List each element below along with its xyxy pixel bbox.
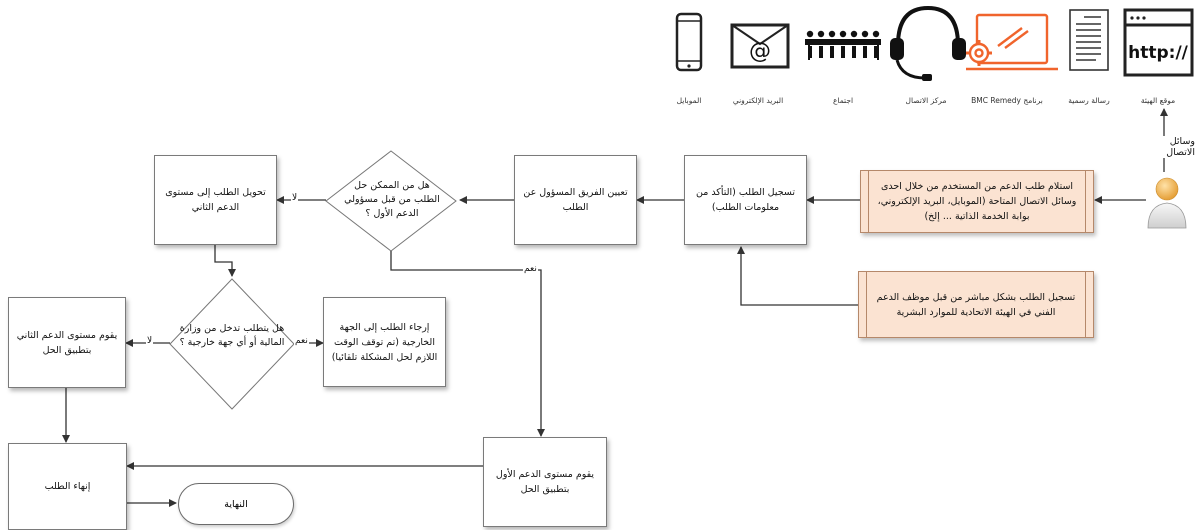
- connector-decision1-yes: [390, 251, 545, 437]
- assign-team-box: تعيين الفريق المسؤول عن الطلب: [514, 155, 637, 245]
- decision1-text: هل من الممكن حل الطلب من قبل مسؤولي الدع…: [344, 180, 440, 219]
- call-center-headset-icon: [890, 5, 966, 81]
- external-party-box: إرجاء الطلب إلى الجهة الخارجية (تم توقف …: [323, 297, 446, 387]
- contact-means-label: وسائل الاتصال: [1141, 136, 1196, 158]
- meeting-people-icon: [805, 30, 881, 60]
- end-terminator: النهاية: [178, 483, 294, 525]
- decision2-text: هل يتطلب تدخل من وزارة المالية أو أي جهة…: [179, 323, 285, 348]
- channel-label-letter: رسالة رسمية: [1068, 96, 1110, 105]
- connector-direct-to-register: [737, 246, 858, 306]
- mobile-phone-icon: [675, 12, 703, 72]
- level1-apply-box: يقوم مستوى الدعم الأول بتطبيق الحل: [483, 437, 607, 527]
- receive-request-box: استلام طلب الدعم من المستخدم من خلال احد…: [860, 170, 1094, 233]
- email-icon-text: @: [749, 39, 771, 64]
- user-figure-icon: [1147, 177, 1187, 229]
- channel-label-mobile: الموبايل: [676, 96, 702, 105]
- channel-label-callcenter: مركز الاتصال: [905, 96, 947, 105]
- escalate-level2-box: تحويل الطلب إلى مستوى الدعم الثاني: [154, 155, 277, 245]
- website-browser-icon: http://: [1123, 8, 1194, 77]
- edge-label-decision2-no: لا: [146, 336, 154, 346]
- close-request-box: إنهاء الطلب: [8, 443, 127, 530]
- bmc-remedy-laptop-icon: [966, 13, 1058, 71]
- register-request-box: تسجيل الطلب (التأكد من معلومات الطلب): [684, 155, 807, 245]
- email-envelope-icon: @: [730, 23, 790, 69]
- edge-label-decision1-no: لا: [291, 193, 299, 203]
- edge-label-decision2-yes: نعم: [294, 336, 309, 346]
- website-icon-text: http://: [1128, 43, 1189, 63]
- decision2-shape: [169, 278, 295, 410]
- channel-label-website: موقع الهيئة: [1140, 96, 1176, 105]
- official-letter-icon: [1069, 9, 1109, 71]
- direct-register-box: تسجيل الطلب بشكل مباشر من قبل موظف الدعم…: [858, 271, 1094, 338]
- channel-label-email: البريد الإلكتروني: [732, 96, 784, 105]
- channel-label-meeting: اجتماع: [832, 96, 854, 105]
- level2-apply-box: يقوم مستوى الدعم الثاني بتطبيق الحل: [8, 297, 126, 388]
- edge-label-decision1-yes: نعم: [523, 264, 538, 274]
- connector-escalate-to-decision2: [214, 245, 236, 277]
- channel-label-bmc: برنامج BMC Remedy: [971, 96, 1043, 105]
